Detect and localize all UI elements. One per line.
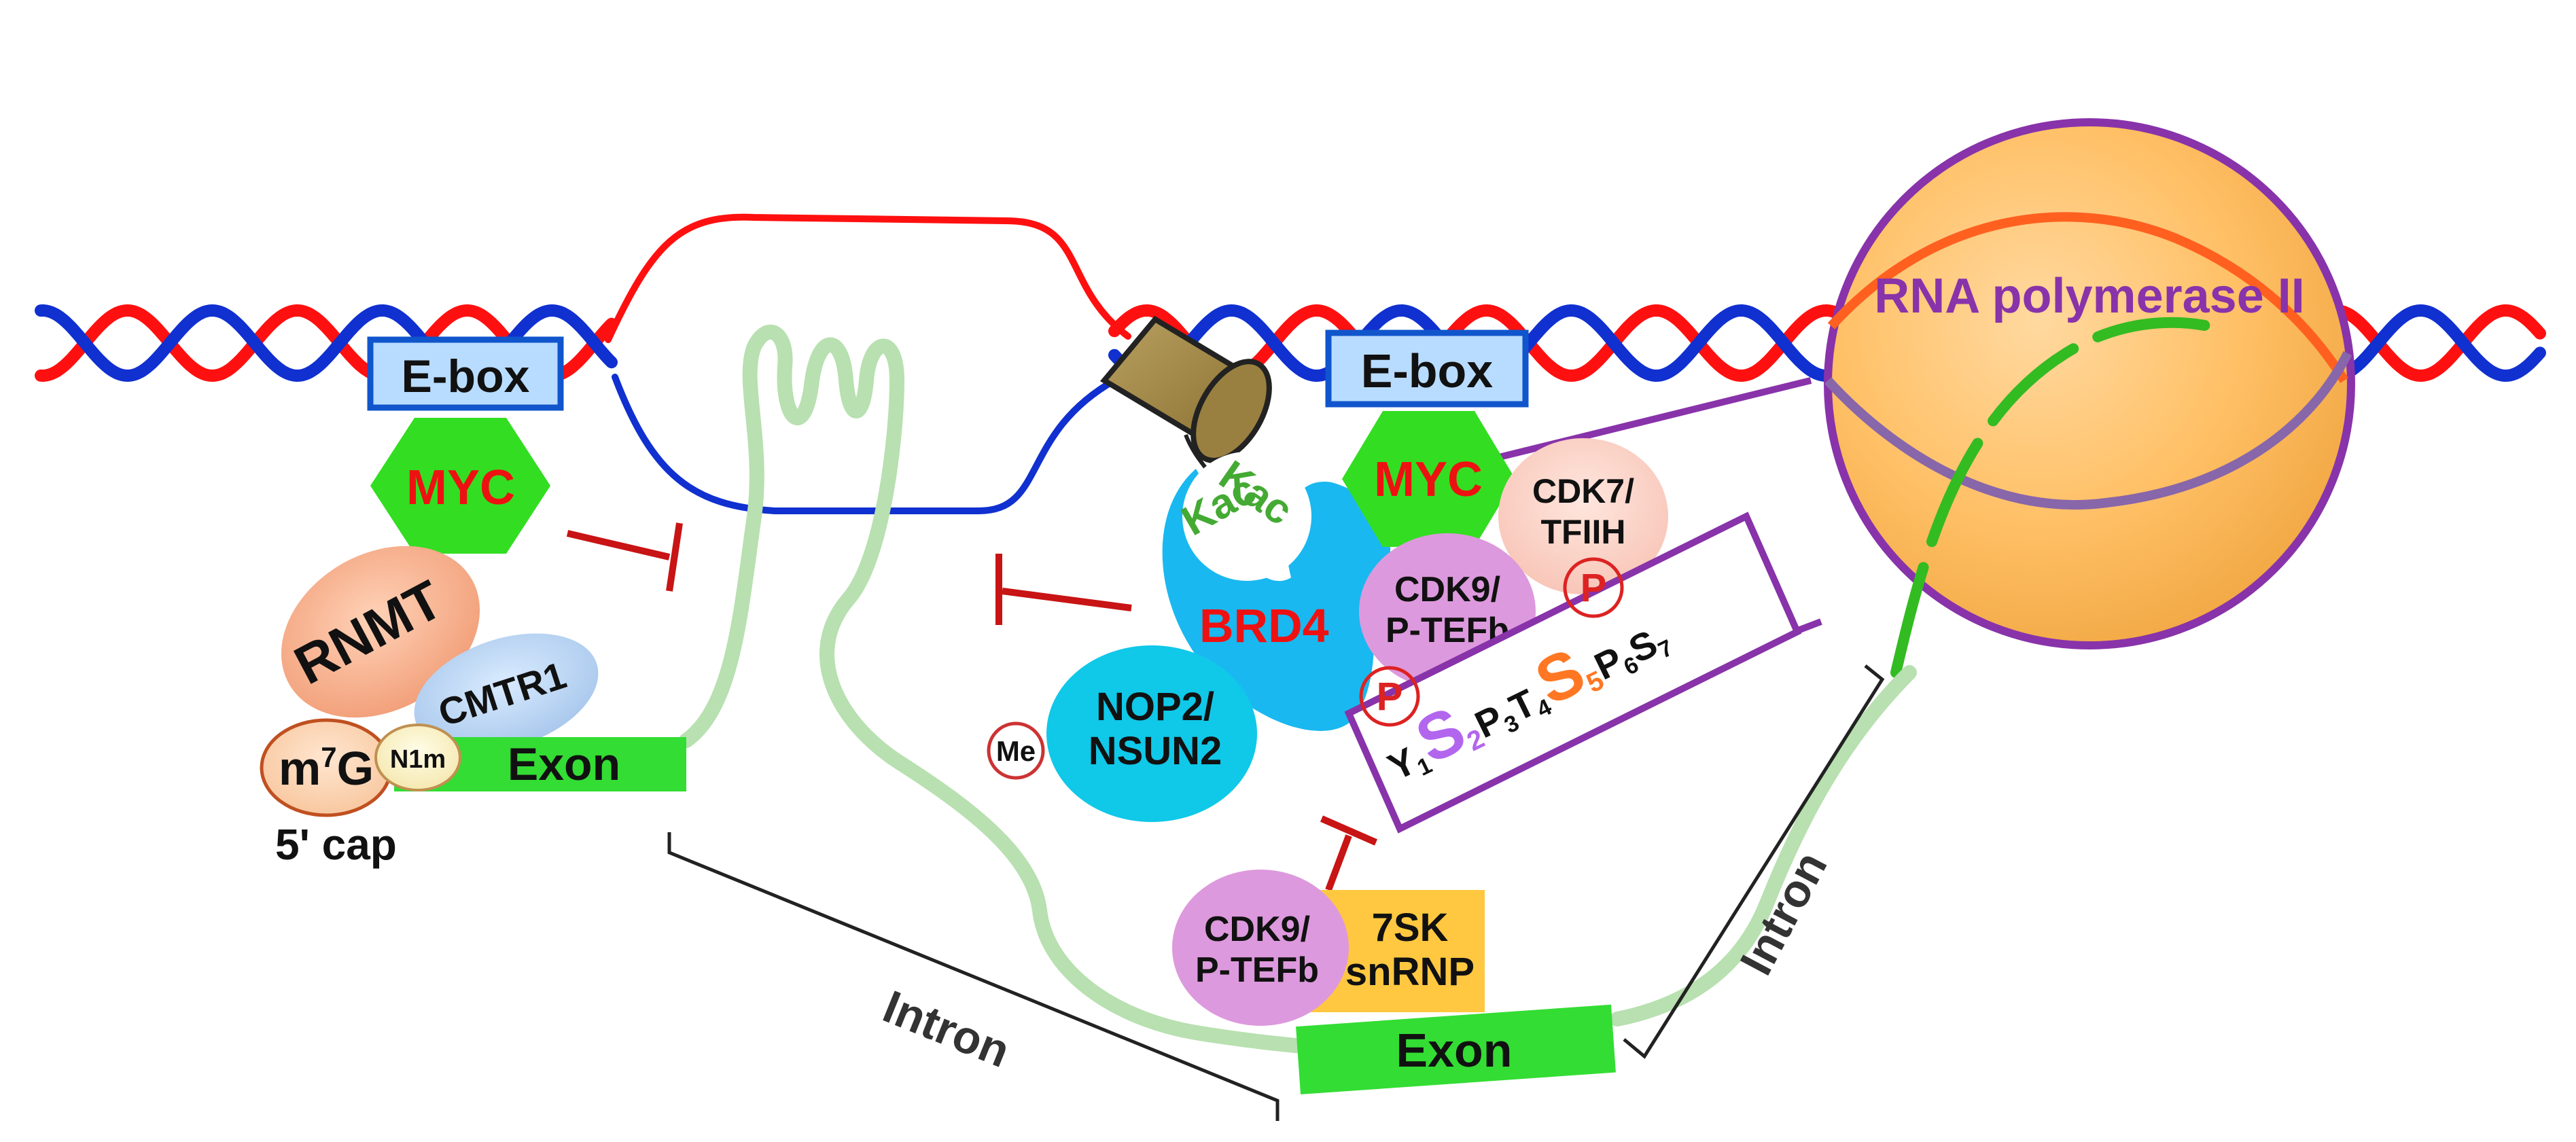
phospho-label-2: P (1581, 566, 1607, 610)
intron-bracket-right (1623, 664, 1885, 1059)
dna-bubble-blue (612, 374, 1118, 514)
m7g-cap-label: m7G (279, 741, 374, 795)
cdk7-label-line2: TFIIH (1541, 513, 1626, 551)
ctd-box-border (1344, 512, 1802, 834)
7sk-label-line1: 7SK (1372, 906, 1449, 950)
inhibition-bar-left (666, 522, 683, 592)
polymerase-dna-blue (1824, 351, 2352, 510)
nop2-ellipse (1046, 645, 1257, 822)
dna-bubble-red (605, 213, 1131, 343)
nucleosome-top (1190, 359, 1272, 463)
rna-polymerase-label: RNA polymerase II (1874, 269, 2305, 323)
phospho-circle-2 (1563, 557, 1624, 618)
intron-right-label: Intron (1730, 843, 1837, 983)
ebox-left-box (367, 336, 564, 411)
ctd-box: Y1S2P3T4S5P6S7 P P (1344, 512, 1802, 834)
inhibition-bar-7sk (1320, 815, 1378, 846)
ebox-right-box (1325, 329, 1529, 408)
kac-pocket (1182, 452, 1311, 581)
cmtr1-ellipse (414, 633, 599, 753)
myc-right-label: MYC (1374, 452, 1483, 507)
myc-right-hexagon (1342, 411, 1515, 547)
inhibition-line-brd4 (1002, 588, 1132, 611)
left-ebox-complex: E-box MYC RNMT CMTR1 Exon m7G N1m 5' cap (260, 336, 686, 869)
brd4-complex: Kac Kac BRD4 NOP2/ NSUN2 Me (987, 452, 1391, 822)
cap-label: 5' cap (275, 820, 397, 869)
exon-left-label: Exon (508, 738, 620, 790)
exon-bottom-box (1296, 1004, 1616, 1094)
polymerase-dna-red (1827, 212, 2348, 383)
inhibition-line-7sk (1325, 834, 1352, 891)
intron-left-label: Intron (876, 980, 1017, 1077)
myc-left-label: MYC (406, 461, 515, 515)
inhibition-line-left (566, 530, 671, 560)
ebox-right-label: E-box (1361, 344, 1494, 397)
cdk9b-label-line1: CDK9/ (1204, 910, 1310, 949)
rna-polymerase-ii: RNA polymerase II (1318, 118, 2355, 781)
n1m-ellipse (374, 724, 461, 791)
cdk7-ellipse (1498, 438, 1668, 594)
polymerase-rna-green (1890, 317, 2214, 678)
polymerase-sphere (1824, 118, 2355, 649)
myc-left-hexagon (370, 418, 550, 554)
me-label: Me (996, 735, 1036, 767)
phospho-label-1: P (1377, 675, 1403, 719)
nop2-label-line1: NOP2/ (1096, 685, 1214, 729)
rnmt-ellipse (281, 546, 480, 718)
intron-bracket-left (667, 832, 1280, 1121)
7sk-label-line2: snRNP (1345, 950, 1475, 994)
7sk-snrnp-complex: 7SK snRNP CDK9/ P-TEFb (1172, 815, 1485, 1026)
cdk9b-label-line2: P-TEFb (1195, 950, 1319, 990)
ebox-left-label: E-box (402, 351, 530, 402)
nop2-label-line2: NSUN2 (1089, 729, 1222, 773)
brd4-label: BRD4 (1199, 599, 1329, 652)
phospho-circle-1 (1359, 666, 1420, 727)
nucleosome (1099, 315, 1272, 497)
n1m-label: N1m (390, 745, 446, 774)
me-circle (987, 721, 1045, 780)
exon-bottom-label: Exon (1396, 1024, 1512, 1077)
cdk9-label-line1: CDK9/ (1394, 570, 1500, 609)
cdk9b-ellipse (1172, 870, 1349, 1026)
cdk7-label-line1: CDK7/ (1532, 472, 1634, 510)
